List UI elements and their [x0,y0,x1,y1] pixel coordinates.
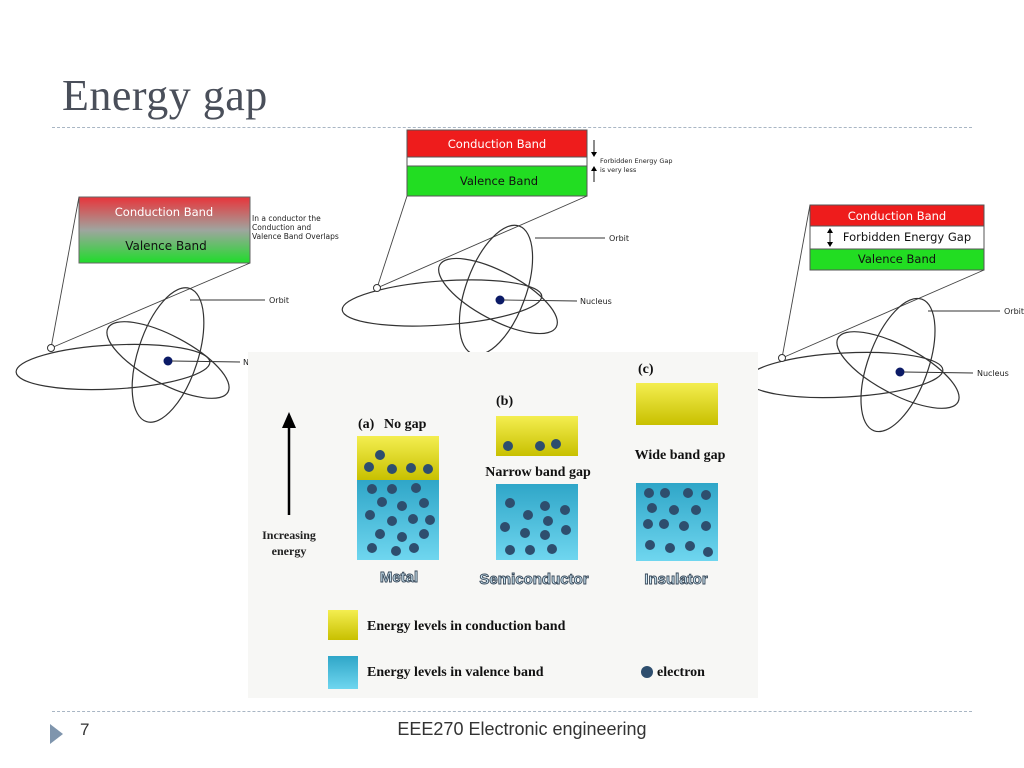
middle-nucleus [495,295,505,305]
panel-b-caption: Narrow band gap [485,465,591,480]
right-orbit-label: Orbit [1004,307,1024,316]
semiconductor-conduction-electrons [503,439,561,451]
right-gap-label: Forbidden Energy Gap [843,230,971,244]
semiconductor-label: Semiconductor [479,571,588,588]
right-orbit-1 [746,351,944,399]
right-conduction-label: Conduction Band [848,209,946,223]
left-orbit-label: Orbit [269,296,289,305]
right-nucleus [895,367,905,377]
semiconductor-valence-electrons [500,498,571,555]
middle-atom-diagram: Conduction Band Valence Band Forbidden E… [341,129,673,356]
middle-nucleus-label: Nucleus [580,297,612,306]
legend-valence-label: Energy levels in valence band [367,665,544,680]
middle-note-line-2: is very less [600,166,637,174]
right-valence-band [809,248,985,271]
left-atom-diagram: Conduction Band Valence Band In a conduc… [15,196,339,423]
panel-c-label: (c) [638,362,654,377]
legend-conduction-swatch [328,610,358,640]
legend-conduction-label: Energy levels in conduction band [367,619,566,634]
overlap-band-box [78,196,251,264]
panel-a-label: (a) [358,417,375,432]
metal-label: Metal [380,569,418,586]
insulator-conduction-band [636,383,718,425]
legend-valence-swatch [328,656,358,689]
panel-a-caption: No gap [384,417,427,432]
right-valence-label: Valence Band [858,252,936,266]
slide-title: Energy gap [62,71,268,120]
middle-conduction-label: Conduction Band [448,137,546,151]
middle-orbit-label: Orbit [609,234,629,243]
legend-electron-icon [641,666,653,678]
middle-valence-band [406,165,588,197]
footer-divider [52,711,972,712]
left-note-line-2: Conduction and [252,223,311,232]
band-gap-figure: Increasing energy (a) No gap Metal (b) N… [248,352,758,698]
middle-orbit-1 [341,279,543,327]
right-atom-diagram: Conduction Band Forbidden Energy Gap Val… [746,204,1024,433]
legend-electron-label: electron [657,665,705,680]
right-orbit-2 [860,297,936,433]
footer-triangle-icon [50,724,63,744]
middle-note-line-1: Forbidden Energy Gap [600,157,673,165]
left-orbit-1 [15,343,211,391]
footer-course-title: EEE270 Electronic engineering [397,719,647,739]
middle-orbit-2 [458,224,534,356]
left-note-line-3: Valence Band Overlaps [252,232,339,241]
metal-electrons [364,450,435,556]
middle-conduction-band [406,129,588,158]
left-conduction-label: Conduction Band [115,205,213,219]
panel-c-caption: Wide band gap [635,448,726,463]
left-valence-label: Valence Band [125,239,207,253]
left-orbit-2 [131,287,205,423]
energy-axis-line-1: Increasing [262,528,316,542]
title-divider [52,127,972,128]
insulator-electrons [643,488,713,557]
right-nucleus-label: Nucleus [977,369,1009,378]
left-orbit-3 [106,321,230,399]
middle-valence-label: Valence Band [460,174,538,188]
right-orbit-3 [836,331,960,409]
slide-number: 7 [80,720,90,739]
energy-axis-line-2: energy [272,544,307,558]
middle-orbit-3 [438,257,558,335]
left-nucleus [163,356,173,366]
insulator-label: Insulator [644,571,708,588]
left-note-line-1: In a conductor the [252,214,321,223]
panel-b-label: (b) [496,394,513,409]
